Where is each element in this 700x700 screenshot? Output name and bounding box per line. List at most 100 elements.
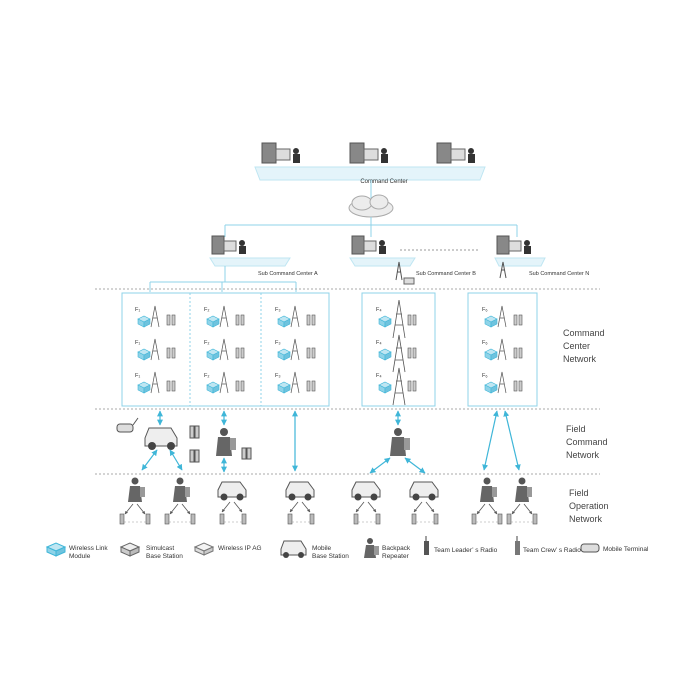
wireless-link-module-icon (484, 348, 498, 361)
wireless-ip-ag-icon (403, 277, 415, 285)
legend-mobile-base-station: Mobile Base Station (312, 545, 349, 560)
team-crew-radio-icon (497, 513, 503, 525)
team-crew-radio-icon (235, 380, 245, 392)
team-crew-radio-icon (287, 513, 293, 525)
legend-team-crew-radio: Team Crew’ s Radio (523, 547, 581, 554)
mobile-base-station-icon (280, 540, 307, 558)
team-crew-radio-icon (513, 314, 523, 326)
workstation-icon (211, 235, 246, 255)
wireless-ip-ag-icon (193, 542, 215, 556)
legend-wireless-link-module: Wireless Link Module (69, 545, 108, 560)
team-crew-radio-icon (471, 513, 477, 525)
workstation-icon (261, 142, 300, 164)
mobile-base-station-icon (144, 427, 178, 450)
wireless-link-module-icon (484, 315, 498, 328)
simulcast-tower-icon (497, 305, 507, 328)
team-crew-radio-icon (235, 347, 245, 359)
frequency-label: F₃ (275, 307, 281, 313)
team-crew-radio-icon (306, 314, 316, 326)
team-crew-radio-icon (166, 314, 176, 326)
team-crew-radio-icon (411, 513, 417, 525)
sub-center-b-label: Sub Command Center B (416, 271, 476, 277)
mobile-base-station-icon (409, 481, 439, 501)
simulcast-tower-icon (290, 305, 300, 328)
backpack-repeater-icon (173, 477, 190, 502)
section-label-command-center-network: Command Center Network (563, 327, 605, 366)
wireless-link-module-icon (277, 348, 291, 361)
team-crew-radio-icon (515, 536, 520, 555)
network-box-n (467, 292, 538, 407)
workstation-icon (436, 142, 475, 164)
frequency-label: F₆ (482, 340, 488, 346)
frequency-label: F₄ (376, 307, 382, 313)
team-crew-radio-icon (306, 380, 316, 392)
simulcast-tower-icon (219, 338, 229, 361)
backpack-repeater-icon (515, 477, 532, 502)
section-label-line: Command (566, 437, 608, 447)
antenna-icon (395, 261, 507, 281)
mobile-terminal-icon (116, 417, 139, 433)
wireless-link-module-icon (206, 315, 220, 328)
section-label-line: Field (569, 488, 589, 498)
frequency-label: F₃ (275, 373, 281, 379)
section-label-line: Command (563, 328, 605, 338)
wireless-link-module-icon (378, 381, 392, 394)
sub-center-n-label: Sub Command Center N (529, 271, 589, 277)
team-crew-radio-icon (119, 513, 125, 525)
team-crew-radio-icon (513, 347, 523, 359)
legend-mobile-terminal: Mobile Terminal (603, 546, 649, 553)
team-crew-radio-icon (166, 380, 176, 392)
network-box-a (121, 292, 330, 407)
frequency-label: F₄ (376, 340, 382, 346)
frequency-label: F₃ (275, 340, 281, 346)
team-crew-radio-icon (166, 347, 176, 359)
frequency-label: F₆ (482, 373, 488, 379)
workstation-icon (349, 142, 388, 164)
team-crew-radio-icon (433, 513, 439, 525)
simulcast-base-station-icon (119, 542, 141, 557)
wireless-link-module-icon (137, 315, 151, 328)
wireless-link-module-icon (277, 315, 291, 328)
team-crew-radio-icon (190, 513, 196, 525)
simulcast-tower-icon (392, 299, 406, 406)
simulcast-tower-icon (150, 305, 160, 328)
frequency-label: F₁ (135, 340, 140, 346)
backpack-repeater-icon (364, 538, 379, 558)
backpack-repeater-icon (216, 428, 236, 456)
wireless-link-module-icon (45, 542, 67, 557)
frequency-label: F₂ (204, 307, 210, 313)
network-box-b (361, 292, 436, 407)
wireless-link-module-icon (206, 348, 220, 361)
wireless-link-module-icon (206, 381, 220, 394)
team-crew-radio-icon (241, 513, 247, 525)
legend-wireless-ip-ag: Wireless IP AG (218, 545, 262, 552)
wireless-link-module-icon (378, 348, 392, 361)
team-crew-radio-icon (241, 447, 252, 460)
team-leader-radio-icon (189, 425, 200, 463)
team-crew-radio-icon (407, 347, 417, 359)
frequency-label: F₁ (135, 307, 140, 313)
section-label-line: Network (563, 354, 597, 364)
simulcast-tower-icon (219, 305, 229, 328)
simulcast-tower-icon (150, 371, 160, 394)
section-label-line: Network (569, 514, 603, 524)
team-crew-radio-icon (306, 347, 316, 359)
mobile-base-station-icon (217, 481, 247, 501)
section-label-field-operation-network: Field Operation Network (569, 487, 609, 526)
team-crew-radio-icon (353, 513, 359, 525)
cloud-icon (348, 194, 394, 218)
workstation-icon (496, 235, 531, 255)
frequency-label: F₁ (135, 373, 140, 379)
mobile-terminal-icon (580, 543, 600, 553)
team-crew-radio-icon (235, 314, 245, 326)
team-crew-radio-icon (164, 513, 170, 525)
section-label-line: Operation (569, 501, 609, 511)
team-crew-radio-icon (407, 380, 417, 392)
command-center-platform (254, 166, 486, 181)
simulcast-tower-icon (290, 338, 300, 361)
backpack-repeater-icon (390, 428, 410, 456)
team-crew-radio-icon (145, 513, 151, 525)
mobile-base-station-icon (285, 481, 315, 501)
team-crew-radio-icon (309, 513, 315, 525)
